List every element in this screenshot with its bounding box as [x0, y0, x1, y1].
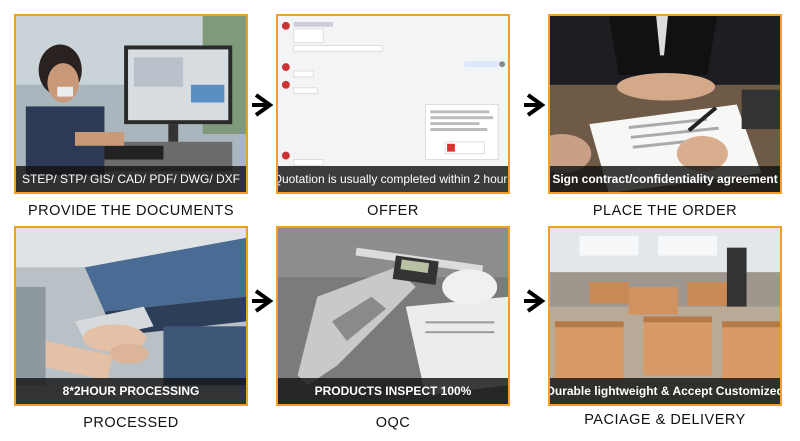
step-card-order: Sign contract/confidentiality agreement: [548, 14, 782, 194]
chat-quotation-screenshot: [278, 16, 508, 192]
step-label: OQC: [375, 415, 411, 431]
step-label: PROCESSED: [83, 415, 179, 431]
step-label: PLACE THE ORDER: [592, 203, 738, 219]
arrow-right-icon: [252, 288, 276, 314]
arrow-right-icon: [252, 92, 276, 118]
step-card-offer: Quotation is usually completed within 2 …: [276, 14, 510, 194]
step-card-documents: STEP/ STP/ GIS/ CAD/ PDF/ DWG/ DXF: [14, 14, 248, 194]
step-card-delivery: Durable lightweight & Accept Customized: [548, 226, 782, 406]
step-label: PROVIDE THE DOCUMENTS: [27, 203, 234, 219]
step-caption: STEP/ STP/ GIS/ CAD/ PDF/ DWG/ DXF: [16, 166, 246, 192]
step-label: OFFER: [367, 203, 419, 219]
arrow-right-icon: [524, 92, 548, 118]
arrow-right-icon: [524, 288, 548, 314]
caliper-inspection-photo: [278, 228, 508, 404]
step-caption: 8*2HOUR PROCESSING: [16, 378, 246, 404]
step-card-oqc: PRODUCTS INSPECT 100%: [276, 226, 510, 406]
step-card-processing: 8*2HOUR PROCESSING: [14, 226, 248, 406]
step-caption: Sign contract/confidentiality agreement: [550, 166, 780, 192]
step-caption: PRODUCTS INSPECT 100%: [278, 378, 508, 404]
step-caption: Quotation is usually completed within 2 …: [278, 166, 508, 192]
step-caption: Durable lightweight & Accept Customized: [550, 378, 780, 404]
press-brake-processing-photo: [16, 228, 246, 404]
signing-contract-photo: [550, 16, 780, 192]
step-label: PACIAGE & DELIVERY: [584, 412, 746, 428]
